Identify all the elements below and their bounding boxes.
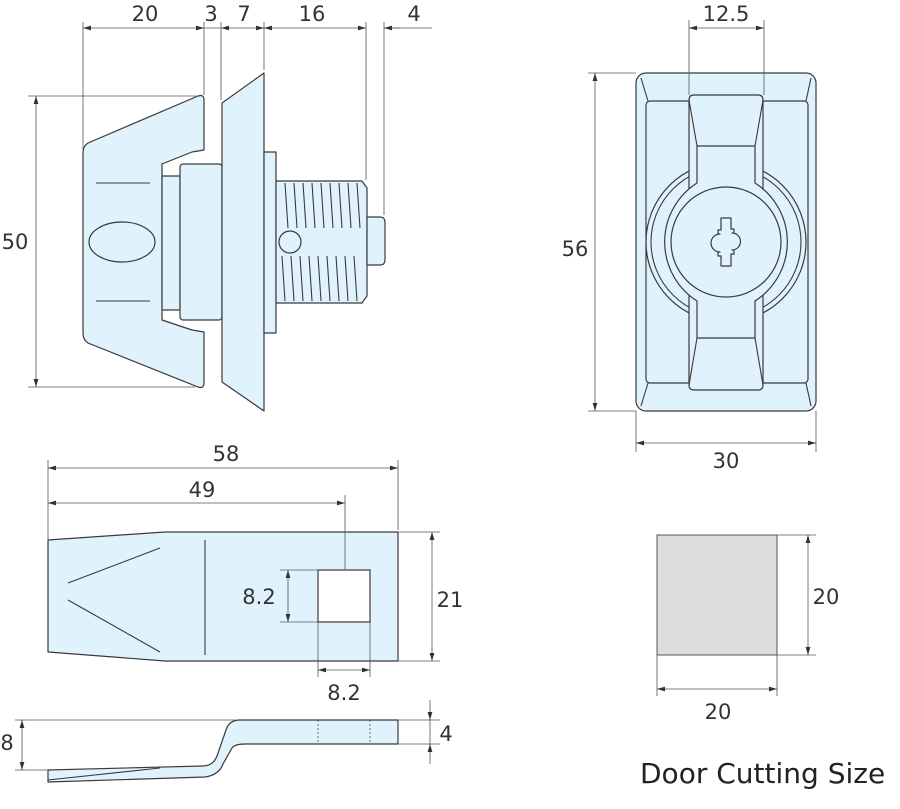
cam-side-view: 8 4 [0,700,453,783]
cam-side-profile [47,719,399,783]
threaded-barrel [275,180,368,304]
front-dimension-lines [588,20,817,452]
dim-cam-stub: 4 [407,2,420,26]
body [179,163,223,321]
dim-offset: 8 [0,731,13,755]
dim-knob: 20 [132,2,159,26]
side-dimension-lines [28,22,432,388]
dim-hole-width: 8.2 [327,681,360,705]
cam-side-line [47,767,161,781]
door-cutting-caption: Door Cutting Size [640,757,885,790]
neck [161,175,181,311]
cam-side-dimension-lines [15,700,440,771]
barrel-hole [278,230,302,254]
dim-key-width: 12.5 [703,2,750,26]
door-cut-view: 20 20 Door Cutting Size [640,534,885,790]
dim-gap: 3 [204,2,217,26]
square-hole [317,569,371,623]
dim-hole-height: 8.2 [242,585,275,609]
dim-cut-width: 20 [705,700,732,724]
side-view: 20 3 7 16 4 50 [2,2,432,412]
keyhole-icon [710,217,742,267]
dim-front-width: 30 [713,449,740,473]
front-view: 12.5 56 30 [562,2,817,473]
dim-flange: 7 [237,2,250,26]
cam-stub [366,216,386,266]
threads [281,182,361,302]
hole-hidden-lines [317,720,371,744]
dim-height: 50 [2,230,29,254]
dim-thickness: 4 [439,722,452,746]
cam-dimension-lines [47,460,440,677]
dim-to-hole: 49 [189,478,216,502]
dim-cut-height: 20 [813,585,840,609]
door-cut-dimension-lines [656,534,816,696]
bevel-lines [640,77,812,407]
knob-grip [88,221,156,263]
cam-plate-lines [67,540,206,655]
dim-total-length: 58 [213,442,240,466]
dim-plate-width: 21 [437,588,464,612]
dim-front-height: 56 [562,237,589,261]
cam-plate-view: 58 49 8.2 21 8.2 [47,442,464,705]
flange [221,72,265,412]
dim-barrel: 16 [299,2,326,26]
door-cutout [656,534,778,656]
washer [263,151,277,334]
